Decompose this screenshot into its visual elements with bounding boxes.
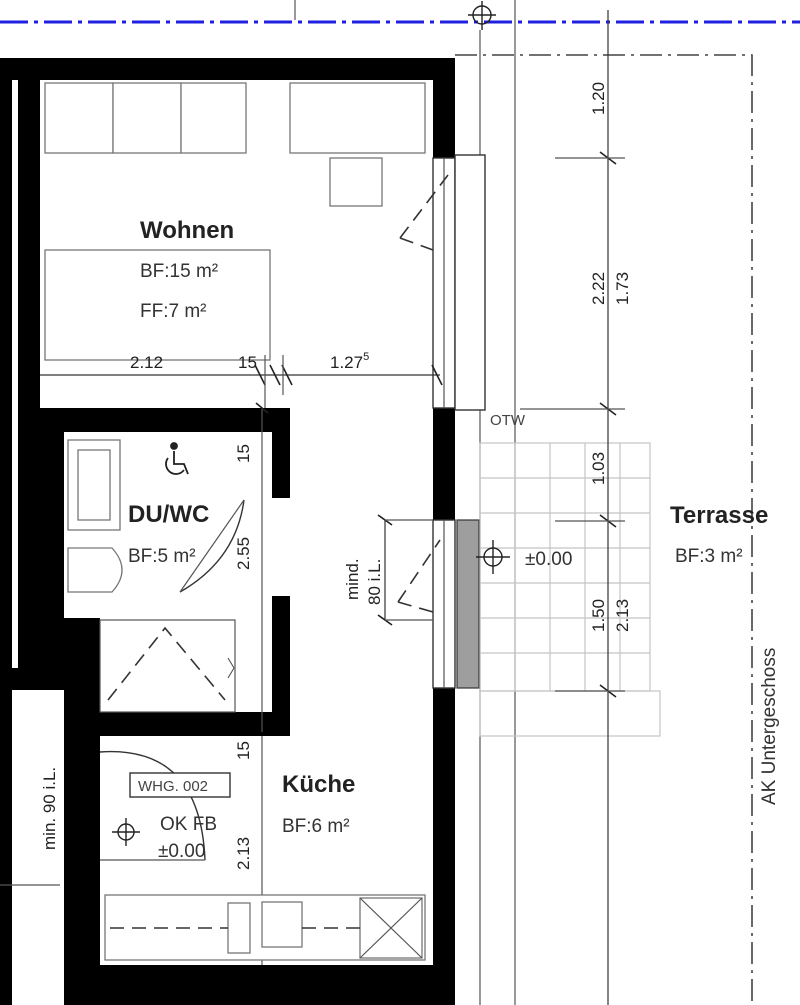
door-swing [179,499,245,593]
wall [64,712,290,736]
dim-label: 2.12 [130,353,163,372]
otw-label: OTW [490,412,526,429]
ak-label: AK Untergeschoss [759,648,780,805]
room-name-wohnen: Wohnen [140,217,234,244]
dim-label: 2.13 [613,599,632,632]
wall [0,58,12,1005]
room-area-kueche: BF:6 m² [282,816,350,837]
door-swing [397,539,441,603]
floor-level-value: ±0.00 [158,841,205,862]
floor-level-label: OK FB [160,814,217,835]
wall [272,596,290,728]
kitchen-cabinets [44,82,426,207]
wall [0,668,64,690]
wall [0,58,455,80]
room-ff-wohnen: FF:7 m² [140,301,207,322]
dim-label: 15 [234,444,253,463]
dim-label: 80 i.L. [365,559,384,605]
wall [433,58,455,158]
wheelchair-icon [165,442,189,475]
level-marker-icon [476,540,510,574]
apartment-label: WHG. 002 [138,778,208,795]
dim-label: 1.50 [589,599,608,632]
dim-label: 2.22 [589,272,608,305]
wall [272,408,290,498]
dim-label: mind. [343,558,362,600]
dim-label: 1.275 [330,351,369,372]
dim-label: min. 90 i.L. [40,767,59,850]
dim-label: 1.03 [589,452,608,485]
sofa-area [44,249,271,361]
wall [40,408,64,688]
dim-label: 15 [234,741,253,760]
terrace-paving [479,442,661,737]
kitchen-counter [104,894,426,961]
window-frame [454,154,486,411]
boundary-line [455,54,753,1005]
terrace-level: ±0.00 [525,549,572,570]
room-name-terrasse: Terrasse [670,502,768,529]
wall [433,688,455,1005]
wall [18,58,40,688]
room-name-duwc: DU/WC [128,501,209,528]
room-area-duwc: BF:5 m² [128,546,196,567]
wall [433,408,455,520]
room-area-terrasse: BF:3 m² [675,546,743,567]
wall [64,965,455,1005]
dim-label: 1.73 [613,272,632,305]
room-name-kueche: Küche [282,771,355,798]
dim-label: 2.55 [234,537,253,570]
glass-panel [456,519,480,689]
room-area-wohnen: BF:15 m² [140,261,218,282]
wall [64,736,100,1005]
level-marker-icon [112,818,140,846]
axis-marker-icon [468,1,496,30]
door-swing [399,174,449,239]
toilet [67,547,123,593]
apartment-label-box [129,772,231,798]
dim-label: 15 [238,353,257,372]
shower [99,619,236,713]
dim-label: 1.20 [589,82,608,115]
dim-label: 2.13 [234,837,253,870]
